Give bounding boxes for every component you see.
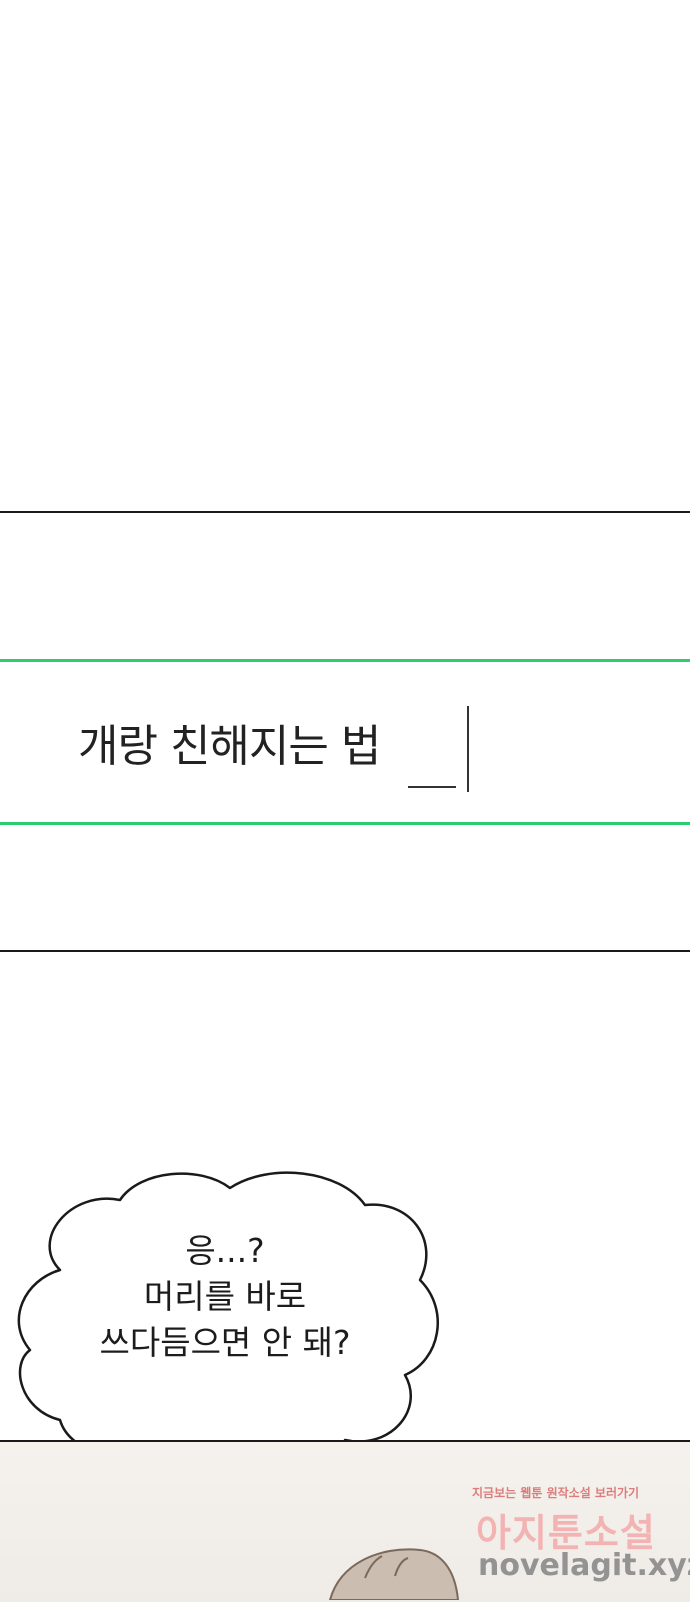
title-green-line-bottom: [0, 822, 690, 825]
watermark-logo: 아지툰소설: [476, 1511, 656, 1555]
speech-line: 응...?: [185, 1231, 265, 1270]
title-green-line-top: [0, 659, 690, 662]
watermark-url[interactable]: novelagit.xyz: [478, 1548, 690, 1583]
title-cursor-bar: [467, 706, 469, 792]
chapter-title: 개랑 친해지는 법: [78, 721, 381, 772]
character-head-illustration: [328, 1548, 460, 1600]
top-divider: [0, 511, 690, 513]
speech-bubble-text: 응...? 머리를 바로 쓰다듬으면 안 돼?: [70, 1228, 380, 1366]
watermark-tagline: 지금보는 웹툰 원작소설 보러가기: [472, 1486, 640, 1500]
speech-bubble: [17, 1171, 439, 1512]
speech-line: 쓰다듬으면 안 돼?: [99, 1323, 351, 1362]
mid-divider: [0, 950, 690, 952]
title-underline-accent: [408, 786, 456, 788]
speech-line: 머리를 바로: [143, 1277, 307, 1316]
